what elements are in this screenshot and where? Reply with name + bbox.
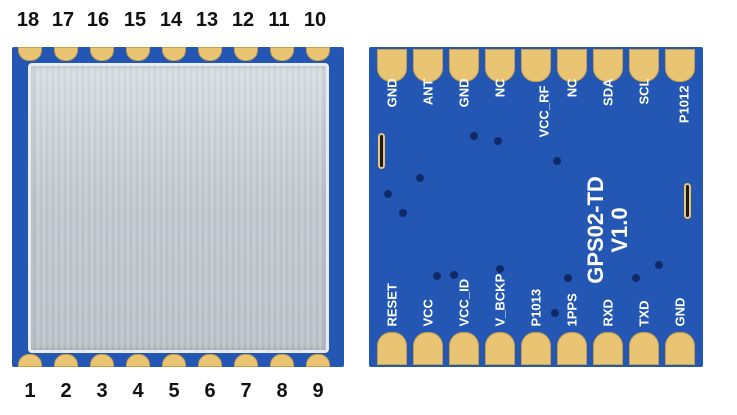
pin-label: ANT bbox=[420, 78, 436, 106]
pin-label: RESET bbox=[384, 283, 400, 327]
pad bbox=[665, 332, 695, 365]
via bbox=[551, 309, 559, 317]
pad bbox=[485, 332, 515, 365]
via bbox=[384, 190, 392, 198]
pin-number: 2 bbox=[60, 380, 72, 402]
pin-number: 12 bbox=[231, 9, 255, 31]
pin-label: P1012 bbox=[676, 85, 692, 124]
via bbox=[399, 209, 407, 217]
pad bbox=[377, 49, 407, 82]
pin-number: 11 bbox=[268, 9, 290, 31]
pad bbox=[593, 332, 623, 365]
pin-number: 15 bbox=[123, 9, 147, 31]
pad bbox=[270, 354, 294, 367]
pin-number: 8 bbox=[276, 380, 288, 402]
pin-number: 16 bbox=[86, 9, 110, 31]
pin-number: 4 bbox=[132, 380, 144, 402]
pin-number: 7 bbox=[240, 380, 252, 402]
mounting-slot bbox=[378, 133, 385, 169]
via bbox=[494, 137, 502, 145]
module-name: GPS02-TD bbox=[583, 176, 608, 284]
pin-number: 17 bbox=[51, 9, 75, 31]
pad bbox=[162, 354, 186, 367]
pad bbox=[449, 49, 479, 82]
pin-label: GND bbox=[384, 78, 400, 108]
pad bbox=[18, 354, 42, 367]
pin-number: 18 bbox=[16, 9, 40, 31]
pad bbox=[413, 49, 443, 82]
pad bbox=[521, 49, 551, 82]
pin-number: 3 bbox=[96, 380, 108, 402]
pad bbox=[90, 354, 114, 367]
pin-number: 5 bbox=[168, 380, 180, 402]
pin-label: VCC_ID bbox=[456, 278, 472, 327]
metal-shield-can bbox=[28, 63, 329, 353]
via bbox=[655, 261, 663, 269]
pin-label: VCC_RF bbox=[536, 85, 552, 138]
via bbox=[564, 274, 572, 282]
pad bbox=[557, 49, 587, 82]
via bbox=[553, 157, 561, 165]
pad bbox=[449, 332, 479, 365]
pin-number: 9 bbox=[312, 380, 324, 402]
pin-label: SCL bbox=[636, 78, 652, 105]
pad bbox=[198, 354, 222, 367]
pin-number: 10 bbox=[303, 9, 327, 31]
pad bbox=[629, 332, 659, 365]
pin-label: NC bbox=[564, 78, 580, 98]
pad bbox=[665, 49, 695, 82]
pad bbox=[485, 49, 515, 82]
pin-number: 1 bbox=[24, 380, 36, 402]
via bbox=[632, 274, 640, 282]
pin-label: V_BCKP bbox=[492, 273, 508, 327]
via bbox=[450, 271, 458, 279]
mounting-slot bbox=[684, 183, 691, 219]
module-version: V1.0 bbox=[607, 207, 632, 253]
pin-label: GND bbox=[456, 78, 472, 108]
module-title: GPS02-TD V1.0 bbox=[583, 170, 632, 290]
via bbox=[496, 265, 504, 273]
pad bbox=[306, 354, 330, 367]
pin-number: 13 bbox=[195, 9, 219, 31]
pad bbox=[377, 332, 407, 365]
pin-label: NC bbox=[492, 78, 508, 98]
pin-label: P1013 bbox=[528, 288, 544, 327]
pad bbox=[54, 354, 78, 367]
pad bbox=[413, 332, 443, 365]
pad bbox=[234, 354, 258, 367]
via bbox=[416, 174, 424, 182]
pcb-board-back bbox=[369, 47, 703, 367]
pin-number: 14 bbox=[159, 9, 183, 31]
pad bbox=[557, 332, 587, 365]
via bbox=[470, 132, 478, 140]
pad bbox=[521, 332, 551, 365]
pad bbox=[126, 354, 150, 367]
pad bbox=[629, 49, 659, 82]
via bbox=[433, 272, 441, 280]
pin-label: GND bbox=[672, 297, 688, 327]
pad bbox=[593, 49, 623, 82]
pin-number: 6 bbox=[204, 380, 216, 402]
pin-label: SDA bbox=[600, 78, 616, 106]
